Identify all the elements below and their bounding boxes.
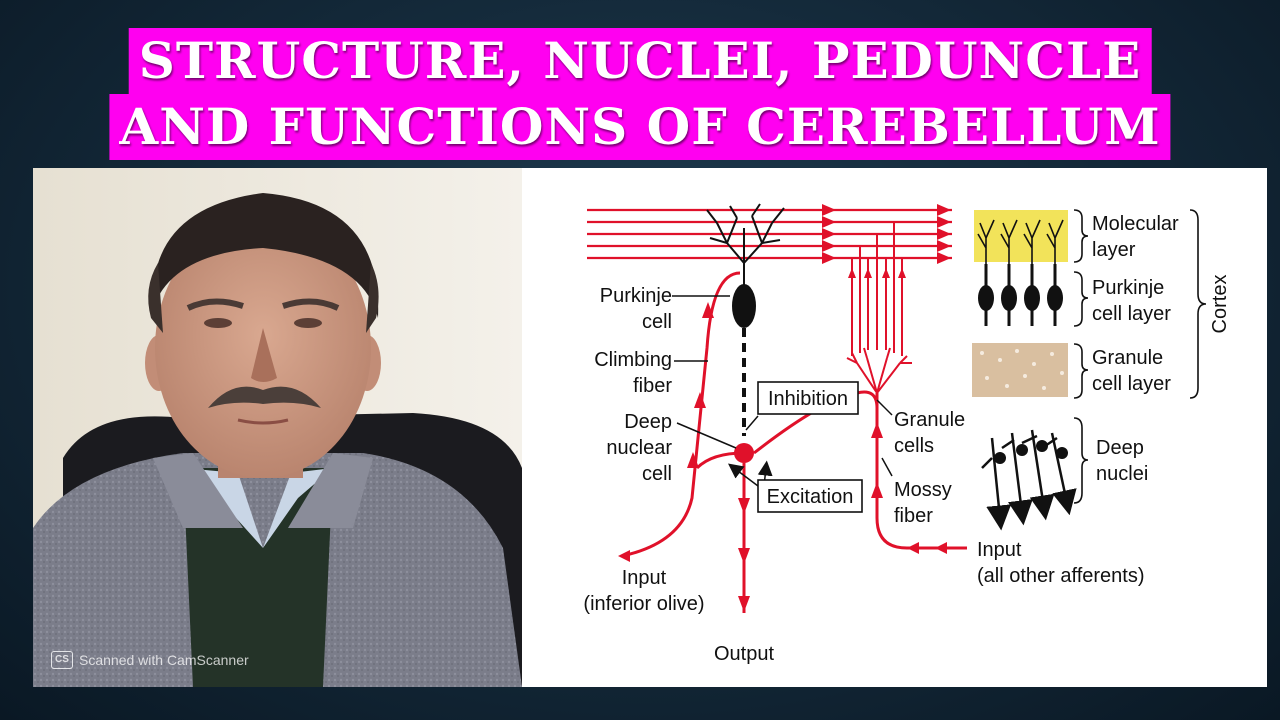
label-input-left: Input xyxy=(622,567,667,589)
granule-bracket xyxy=(1073,343,1089,399)
deep-nuclei-swatch xyxy=(981,429,1077,531)
molecular-layer-swatch xyxy=(974,210,1068,264)
camscanner-watermark: CS Scanned with CamScanner xyxy=(51,651,249,669)
label-deep: Deep xyxy=(624,411,672,433)
label-deep-cell: cell xyxy=(642,463,672,485)
legend-molecular-layer: layer xyxy=(1092,239,1136,261)
label-mossy-fiber: fiber xyxy=(894,505,933,527)
purkinje-dendrites xyxy=(706,203,785,288)
legend-deep-nuclei: nuclei xyxy=(1096,463,1148,485)
cortex-bracket xyxy=(1189,209,1207,399)
legend-granule-layer: cell layer xyxy=(1092,373,1171,395)
label-nuclear: nuclear xyxy=(606,437,672,459)
deep-nuclei-cells xyxy=(994,440,1068,464)
granule-layer-dots xyxy=(980,349,1064,390)
legend-purkinje: Purkinje xyxy=(1092,277,1164,299)
cerebellum-circuit-diagram: Purkinje cell Climbing fiber Deep nuclea… xyxy=(583,203,1231,665)
legend-cortex: Cortex xyxy=(1209,275,1231,334)
label-input-right: Input xyxy=(977,539,1022,561)
purkinje-layer-swatch xyxy=(978,264,1063,326)
granule-cells xyxy=(846,347,912,394)
climbing-fiber xyxy=(621,271,741,558)
label-purkinje: Purkinje xyxy=(600,285,672,307)
label-inhibition: Inhibition xyxy=(768,388,848,410)
label-all-other-afferents: (all other afferents) xyxy=(977,565,1145,587)
granule-axons xyxy=(851,222,903,356)
label-mossy: Mossy xyxy=(894,479,952,501)
legend-deep: Deep xyxy=(1096,437,1144,459)
legend-purkinje-layer: cell layer xyxy=(1092,303,1171,325)
label-excitation: Excitation xyxy=(767,486,854,508)
label-output: Output xyxy=(714,643,774,665)
label-granule-cells: cells xyxy=(894,435,934,457)
deep-nuclear-cell xyxy=(734,443,754,463)
presenter-illustration xyxy=(33,168,522,687)
parallel-fiber-arrowheads xyxy=(822,204,951,264)
title-line-2: AND FUNCTIONS OF CEREBELLUM xyxy=(109,94,1171,160)
inhibition-box xyxy=(757,381,859,415)
purkinje-bracket xyxy=(1073,271,1089,327)
label-inferior-olive: (inferior olive) xyxy=(583,593,704,615)
camscanner-logo-icon: CS xyxy=(51,651,73,669)
cerebellum-diagram-panel: Purkinje cell Climbing fiber Deep nuclea… xyxy=(522,168,1267,687)
mossy-fiber xyxy=(753,390,967,550)
excitation-box xyxy=(757,479,863,513)
label-climbing-fiber: fiber xyxy=(633,375,672,397)
presenter-photo: CS Scanned with CamScanner xyxy=(33,168,522,687)
title-line-1: STRUCTURE, NUCLEI, PEDUNCLE xyxy=(128,28,1152,94)
purkinje-cell-body xyxy=(732,284,756,328)
parallel-fibers xyxy=(587,208,952,260)
legend-molecular: Molecular xyxy=(1092,213,1179,235)
watermark-text: Scanned with CamScanner xyxy=(79,652,249,668)
molecular-bracket xyxy=(1073,209,1089,263)
legend-granule: Granule xyxy=(1092,347,1163,369)
granule-layer-swatch xyxy=(972,343,1068,397)
label-granule: Granule xyxy=(894,409,965,431)
label-climbing: Climbing xyxy=(594,349,672,371)
deep-nuclei-bracket xyxy=(1073,417,1089,504)
label-purkinje-cell: cell xyxy=(642,311,672,333)
